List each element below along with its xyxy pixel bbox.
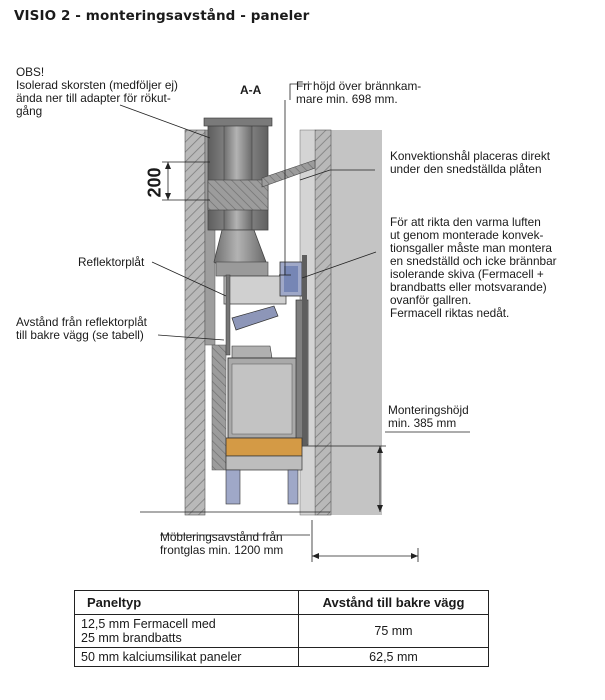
grille-louvre <box>284 266 298 292</box>
table-header-row: Paneltyp Avstånd till bakre vägg <box>74 590 489 615</box>
furniture-distance-note: Möbleringsavstånd från frontglas min. 12… <box>160 530 284 557</box>
mount-height-note: Monteringshöjd min. 385 mm <box>388 403 469 430</box>
header-paneltype: Paneltyp <box>74 590 299 615</box>
firebox-hood <box>223 275 287 305</box>
baffle-plate-2 <box>231 345 273 359</box>
rear-insulation-lower <box>211 344 227 471</box>
table-cell-distance: 75 mm <box>298 614 489 648</box>
page-title: VISIO 2 - monteringsavstånd - paneler <box>14 8 310 24</box>
leg-left <box>225 469 241 505</box>
leg-right <box>287 469 299 505</box>
leader-reflektor <box>151 261 227 297</box>
reflector-plate-note: Reflektorplåt <box>78 255 145 269</box>
reflector-distance-note: Avstånd från reflektorplåt till bakre vä… <box>16 315 147 342</box>
leader-fri-hojd <box>289 83 312 100</box>
section-label: A-A <box>240 83 262 97</box>
table-cell-paneltype: 12,5 mm Fermacell med 25 mm brandbatts <box>74 614 299 648</box>
back-wall <box>330 130 382 515</box>
right-panel-wall <box>314 129 332 516</box>
convection-holes-note: Konvektionshål placeras direkt under den… <box>390 149 551 176</box>
grate-area <box>225 437 303 457</box>
baffle-plate <box>231 305 279 331</box>
table-row: 12,5 mm Fermacell med 25 mm brandbatts 7… <box>74 614 489 648</box>
flue-collar <box>215 261 269 277</box>
chimney-inner <box>223 124 253 231</box>
panel-distance-table: Paneltyp Avstånd till bakre vägg 12,5 mm… <box>74 590 489 667</box>
leader-obs <box>119 104 211 139</box>
ash-base <box>225 455 303 471</box>
chimney-collar <box>207 179 269 211</box>
firebox-inner <box>231 363 293 435</box>
clearance-note: Fri höjd över brännkam- mare min. 698 mm… <box>296 79 422 106</box>
leader-konvektion <box>299 169 375 181</box>
obs-note: OBS! Isolerad skorsten (medföljer ej) än… <box>16 65 178 118</box>
table-row: 50 mm kalciumsilikat paneler 62,5 mm <box>74 647 489 667</box>
inclined-plate <box>261 159 316 188</box>
table-cell-distance: 62,5 mm <box>298 647 489 667</box>
leader-avstand <box>157 334 225 341</box>
table-cell-paneltype: 50 mm kalciumsilikat paneler <box>74 647 299 667</box>
header-distance: Avstånd till bakre vägg <box>298 590 489 615</box>
chimney-top-ring <box>203 117 273 127</box>
reflector-plate <box>225 274 231 356</box>
dimension-200: 200 <box>144 167 165 198</box>
door-handle <box>302 255 307 445</box>
air-direction-note: För att rikta den varma luften ut genom … <box>390 215 557 320</box>
leader-rikta <box>301 251 377 279</box>
